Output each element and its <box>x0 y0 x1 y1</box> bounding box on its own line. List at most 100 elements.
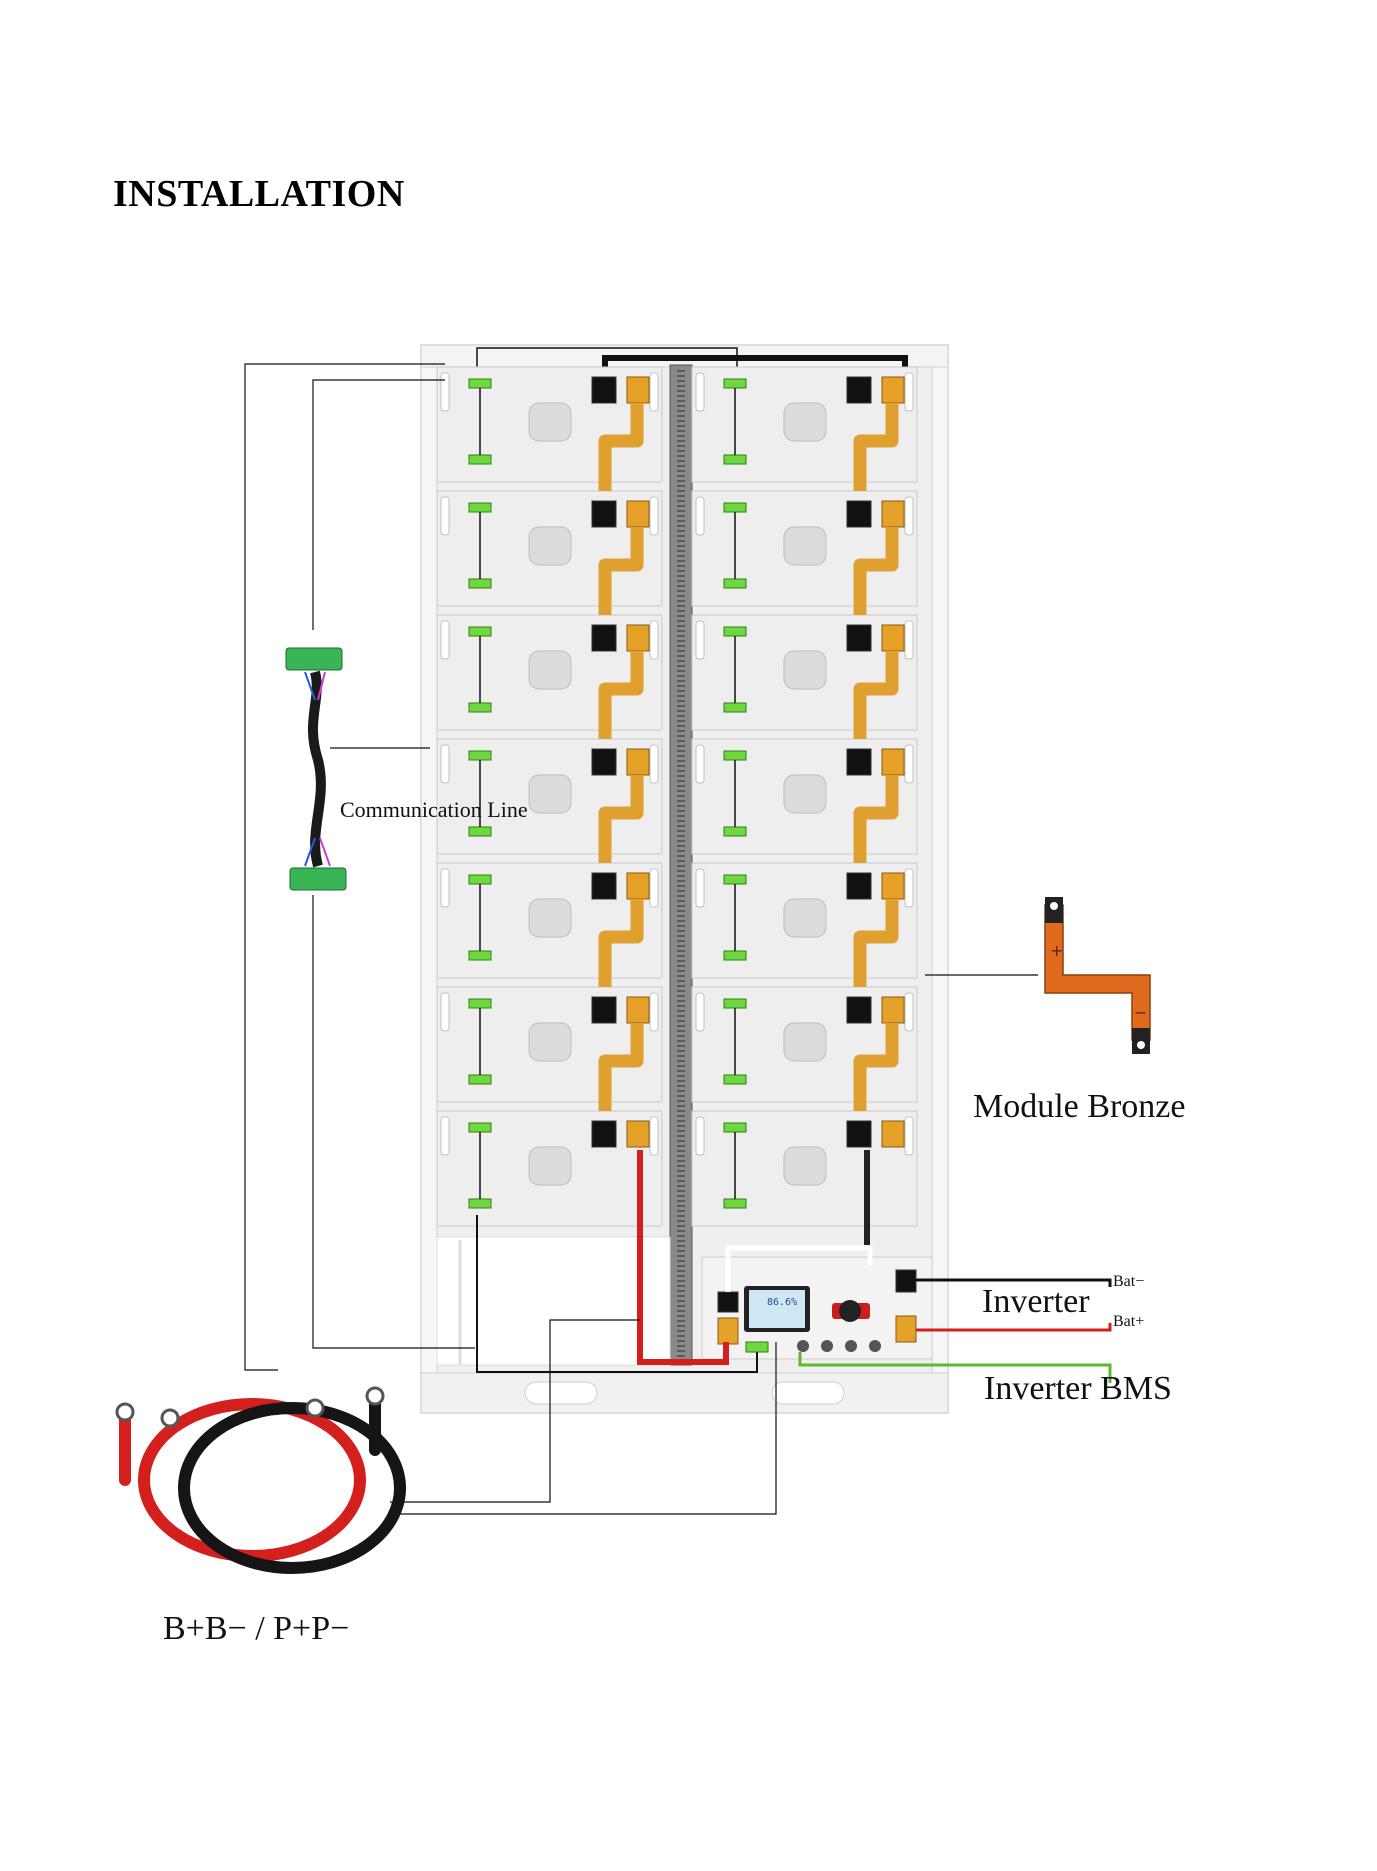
module-positive-terminal <box>626 376 650 404</box>
outer-comm-lead <box>244 363 445 1371</box>
base-slot-left <box>524 1381 598 1405</box>
module-vent-icon <box>783 650 827 690</box>
module-comm-port-bottom <box>468 1198 492 1209</box>
comm-wire-bundle <box>307 670 326 868</box>
dc-wiring <box>476 1150 1112 1383</box>
module-comm-port-top <box>468 378 492 389</box>
module-handle <box>904 1116 914 1156</box>
power-cables-label: B+B− / P+P− <box>163 1610 350 1647</box>
cabinet-left-rail <box>420 344 438 1414</box>
base-slot-right <box>771 1381 845 1405</box>
module-comm-port-bottom <box>468 578 492 589</box>
module-negative-terminal <box>591 872 617 900</box>
module-negative-terminal <box>846 500 872 528</box>
inner-comm-lead-bottom <box>312 895 475 1349</box>
power-cable-leader-1 <box>390 1319 640 1503</box>
module-comm-port-top <box>723 378 747 389</box>
module-vent-icon <box>783 1146 827 1186</box>
module-handle <box>904 992 914 1032</box>
module-handle <box>904 496 914 536</box>
module-busbar <box>598 403 644 491</box>
module-positive-terminal <box>626 500 650 528</box>
module-vent-icon <box>528 774 572 814</box>
display-readout: 86.6% <box>767 1297 797 1308</box>
out-pos-terminal <box>895 1315 917 1343</box>
module-positive-terminal <box>626 872 650 900</box>
module-handle <box>695 620 705 660</box>
comm-wire-color-3 <box>304 837 316 867</box>
control-internal-wire <box>725 1245 873 1292</box>
module-handle <box>695 868 705 908</box>
module-comm-port-bottom <box>723 454 747 465</box>
inverter-bms-label: Inverter BMS <box>984 1370 1172 1407</box>
module-handle <box>440 1116 450 1156</box>
comm-plug-top <box>285 647 343 671</box>
black-cable-coil <box>178 1402 406 1574</box>
module-handle <box>440 992 450 1032</box>
module-negative-terminal <box>846 1120 872 1148</box>
battery-module <box>691 738 918 855</box>
module-handle <box>649 868 659 908</box>
module-busbar <box>598 899 644 987</box>
cabinet-right-rail <box>931 344 949 1414</box>
power-cable-leader-2 <box>390 1342 777 1515</box>
page-title: INSTALLATION <box>113 173 405 215</box>
main-positive-cable <box>637 1150 729 1365</box>
module-negative-terminal <box>591 996 617 1024</box>
black-lug-b <box>305 1398 325 1418</box>
module-comm-port-top <box>723 750 747 761</box>
module-busbar <box>598 775 644 863</box>
module-handle <box>649 496 659 536</box>
module-handle <box>695 744 705 784</box>
inverter-label: Inverter <box>982 1283 1090 1320</box>
battery-module <box>436 614 663 731</box>
module-positive-terminal <box>881 872 905 900</box>
module-handle <box>904 620 914 660</box>
breaker-knob[interactable] <box>839 1300 861 1322</box>
module-handle <box>904 868 914 908</box>
module-positive-terminal <box>626 1120 650 1148</box>
module-positive-terminal <box>881 376 905 404</box>
module-vent-icon <box>783 1022 827 1062</box>
battery-module <box>691 986 918 1103</box>
module-negative-terminal <box>846 872 872 900</box>
module-negative-terminal <box>846 376 872 404</box>
module-comm-port-top <box>723 1122 747 1133</box>
module-comm-port-top <box>468 998 492 1009</box>
module-busbar <box>853 899 899 987</box>
module-comm-port-bottom <box>468 1074 492 1085</box>
cabinet-base <box>420 1372 949 1414</box>
communication-line-cable <box>285 647 347 891</box>
bronze-hole-bottom <box>1137 1041 1145 1049</box>
battery-module <box>436 986 663 1103</box>
battery-module <box>436 366 663 483</box>
module-handle <box>904 744 914 784</box>
module-vent-icon <box>528 402 572 442</box>
out-neg-terminal <box>895 1269 917 1293</box>
module-vent-icon <box>528 898 572 938</box>
battery-module <box>691 862 918 979</box>
module-handle <box>649 744 659 784</box>
module-vent-icon <box>783 526 827 566</box>
module-comm-port-bottom <box>723 702 747 713</box>
module-handle <box>695 372 705 412</box>
module-comm-port-top <box>723 626 747 637</box>
bronze-plus-mark: + <box>1050 941 1063 960</box>
module-comm-port-top <box>468 1122 492 1133</box>
module-vent-icon <box>528 526 572 566</box>
power-cables-illustration <box>115 1386 406 1574</box>
module-comm-port-bottom <box>723 950 747 961</box>
module-busbars <box>598 403 899 1111</box>
red-lug-b <box>160 1408 180 1428</box>
module-handle <box>440 372 450 412</box>
module-negative-terminal <box>591 500 617 528</box>
inverter-positive-cable <box>916 1323 1112 1332</box>
battery-module <box>436 490 663 607</box>
leader-lines <box>244 363 1038 1515</box>
bronze-minus-mark: − <box>1134 1003 1147 1022</box>
module-comm-port-bottom <box>723 1198 747 1209</box>
bronze-hole-top <box>1050 902 1058 910</box>
module-negative-terminal <box>846 996 872 1024</box>
module-comm-port-top <box>723 998 747 1009</box>
control-module-body <box>701 1256 933 1360</box>
